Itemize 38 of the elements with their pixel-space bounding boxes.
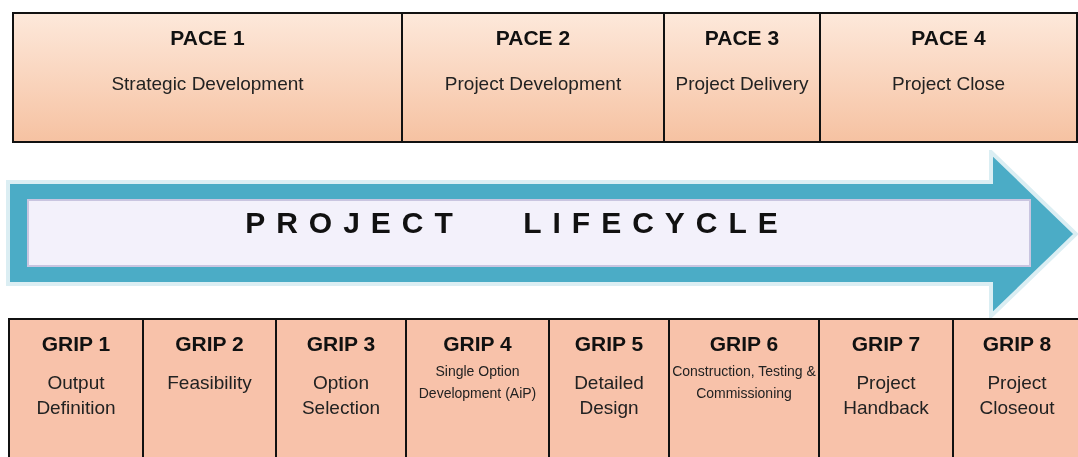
stage-box (818, 318, 954, 457)
box-heading: PACE 2 (495, 26, 571, 50)
box-description: Single Option Development (AiP) (417, 362, 538, 403)
box-description: Feasibility (167, 371, 252, 395)
stage-box (275, 318, 407, 457)
box-heading: GRIP 3 (306, 332, 376, 356)
box-description: Project Closeout (978, 371, 1056, 420)
box-description: Output Definition (35, 371, 117, 420)
box-heading: GRIP 6 (709, 332, 779, 356)
box-description: Project Close (892, 72, 1005, 96)
box-description: Construction, Testing & Commissioning (671, 362, 817, 403)
box-heading: GRIP 5 (574, 332, 644, 356)
stage-box (668, 318, 820, 457)
box-description: Strategic Development (111, 72, 304, 96)
box-description: Project Development (444, 72, 622, 96)
box-description: Project Delivery (675, 72, 809, 96)
phase-box (401, 12, 665, 143)
stage-box (405, 318, 550, 457)
phase-box (819, 12, 1078, 143)
box-heading: GRIP 8 (982, 332, 1052, 356)
box-heading: PACE 4 (911, 26, 986, 50)
box-heading: GRIP 1 (41, 332, 111, 356)
box-description: Detailed Design (573, 371, 645, 420)
stage-box (8, 318, 144, 457)
phase-box (12, 12, 403, 143)
box-heading: GRIP 7 (851, 332, 921, 356)
box-description: Project Handback (842, 371, 930, 420)
box-heading: GRIP 2 (175, 332, 244, 356)
stage-box (952, 318, 1078, 457)
phase-box (663, 12, 821, 143)
box-heading: PACE 1 (170, 26, 245, 50)
lifecycle-arrow (6, 150, 1078, 318)
box-description: Option Selection (300, 371, 382, 420)
arrow-label: PROJECT LIFECYCLE (244, 206, 790, 240)
stage-box (548, 318, 670, 457)
stage-box (142, 318, 277, 457)
box-heading: GRIP 4 (443, 332, 512, 356)
box-heading: PACE 3 (704, 26, 780, 50)
